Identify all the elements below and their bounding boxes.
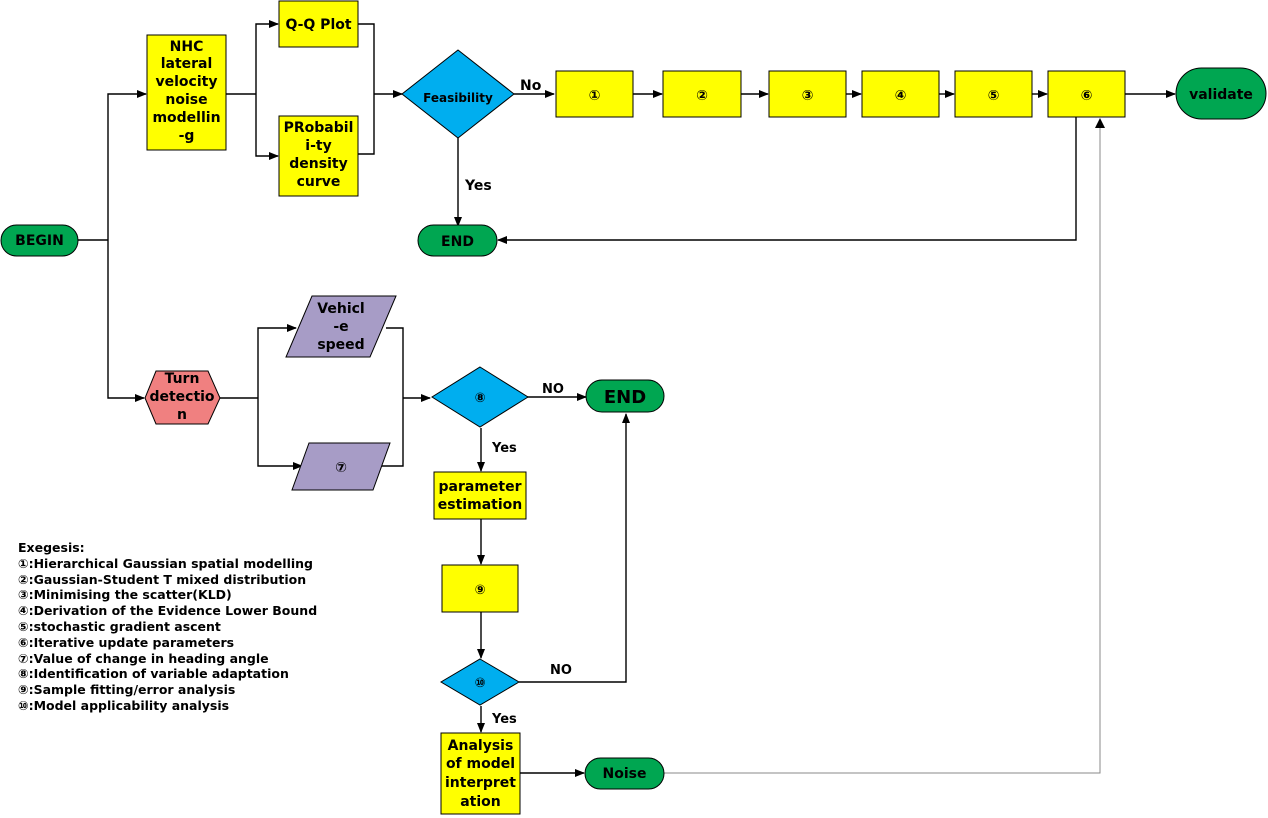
noise-label: Noise [603,766,647,782]
nine-process: ⑨ [441,564,519,613]
nhc-label-2: lateral [161,56,213,72]
turn-label-1: Turn [165,371,200,387]
nhc-label-5: modellin [152,110,220,126]
arrowhead-noise-step6 [1095,118,1105,128]
step-1-process: ① [555,70,634,118]
turn-label-2: detectio [149,389,214,405]
nhc-label-6: -g [179,128,195,144]
turn-label-3: n [177,407,187,423]
step-4-label: ④ [895,88,907,104]
legend-item-2: ②:Gaussian-Student T mixed distribution [18,571,307,587]
qq-plot-process: Q-Q Plot [278,0,359,48]
vehicle-speed-label-2: -e [333,319,348,335]
connector-ten-no [519,413,630,683]
vehicle-speed-input: Vehicl -e speed [285,295,397,358]
nine-label: ⑨ [474,583,485,598]
step-6-label: ⑥ [1081,88,1093,104]
step-5-label: ⑤ [988,88,1000,104]
yes-label-mid: Yes [491,441,517,456]
legend-item-5: ⑤:stochastic gradient ascent [18,618,221,634]
vehicle-speed-label-1: Vehicl [317,301,364,317]
pdf-label-4: curve [297,174,341,190]
step-6-process: ⑥ [1047,70,1126,118]
feasibility-decision: Feasibility [401,49,515,139]
pdf-process: PRobabil i-ty density curve [278,115,359,197]
legend-item-4: ④:Derivation of the Evidence Lower Bound [18,603,318,619]
parameter-estimation-process: parameter estimation [433,471,527,520]
nhc-label-3: velocity [156,74,218,90]
eight-decision: ⑧ [431,366,529,428]
connector-nhc-to-pdf [255,94,279,160]
nhc-label-1: NHC [170,39,204,55]
param-label-1: parameter [439,479,522,495]
exegesis-legend: Exegesis: ①:Hierarchical Gaussian spatia… [18,540,317,714]
no-label-low: NO [550,663,572,678]
yes-label-top: Yes [464,178,492,194]
legend-item-1: ①:Hierarchical Gaussian spatial modellin… [18,555,313,571]
end-terminal-mid: END [585,379,665,413]
eight-label: ⑧ [474,391,485,406]
analysis-label-4: ation [460,794,501,810]
no-label-mid: NO [542,382,564,397]
connector-turn-to-speed [257,324,297,398]
end-terminal-top: END [417,224,498,257]
step-1-label: ① [589,88,601,104]
seven-label: ⑦ [335,460,347,476]
end-mid-label: END [604,387,646,408]
yes-label-low: Yes [491,712,517,727]
turn-detection-preparation: Turn detectio n [144,370,221,425]
connector-merge-top [358,23,375,155]
analysis-label-3: interpret [445,775,516,791]
pdf-label-1: PRobabil [284,120,354,136]
nhc-process: NHC lateral velocity noise modellin -g [146,34,227,151]
connector-turn-to-seven [257,398,303,470]
step-5-process: ⑤ [954,70,1033,118]
no-label-top: No [520,78,542,94]
param-label-2: estimation [438,497,522,513]
ten-decision: ⑩ [440,658,520,706]
step-2-process: ② [662,70,742,118]
connector-step6-to-end [497,117,1077,244]
vehicle-speed-label-3: speed [317,337,364,353]
step-4-process: ④ [861,70,940,118]
validate-label: validate [1189,87,1253,103]
legend-item-9: ⑨:Sample fitting/error analysis [18,682,236,698]
legend-title: Exegesis: [18,540,85,555]
validate-terminal: validate [1175,67,1267,120]
connector-noise-to-step6 [664,120,1101,774]
legend-item-8: ⑧:Identification of variable adaptation [18,666,289,682]
begin-terminal: BEGIN [0,224,79,257]
step-3-label: ③ [802,88,814,104]
qq-plot-label: Q-Q Plot [285,17,351,33]
begin-label: BEGIN [15,233,64,249]
feasibility-label: Feasibility [423,91,493,105]
connector-nhc-to-qq [255,20,279,94]
legend-item-6: ⑥:Iterative update parameters [18,634,235,650]
step-2-label: ② [696,88,708,104]
pdf-label-2: i-ty [305,138,331,154]
connector-merge-mid [381,327,404,467]
connector-begin-to-turn [107,240,145,402]
end-top-label: END [441,234,474,250]
nhc-label-4: noise [165,92,207,108]
noise-terminal: Noise [584,757,665,790]
legend-item-7: ⑦:Value of change in heading angle [18,650,269,666]
connectors [78,20,1176,777]
pdf-label-3: density [289,156,347,172]
analysis-process: Analysis of model interpret ation [440,732,521,815]
ten-label: ⑩ [474,676,485,691]
seven-input: ⑦ [291,442,391,491]
legend-item-10: ⑩:Model applicability analysis [18,697,230,713]
legend-item-3: ③:Minimising the scatter(KLD) [18,587,232,603]
connector-begin-to-nhc [107,90,147,240]
analysis-label-2: of model [446,756,515,772]
analysis-label-1: Analysis [448,738,514,754]
step-3-process: ③ [768,70,847,118]
